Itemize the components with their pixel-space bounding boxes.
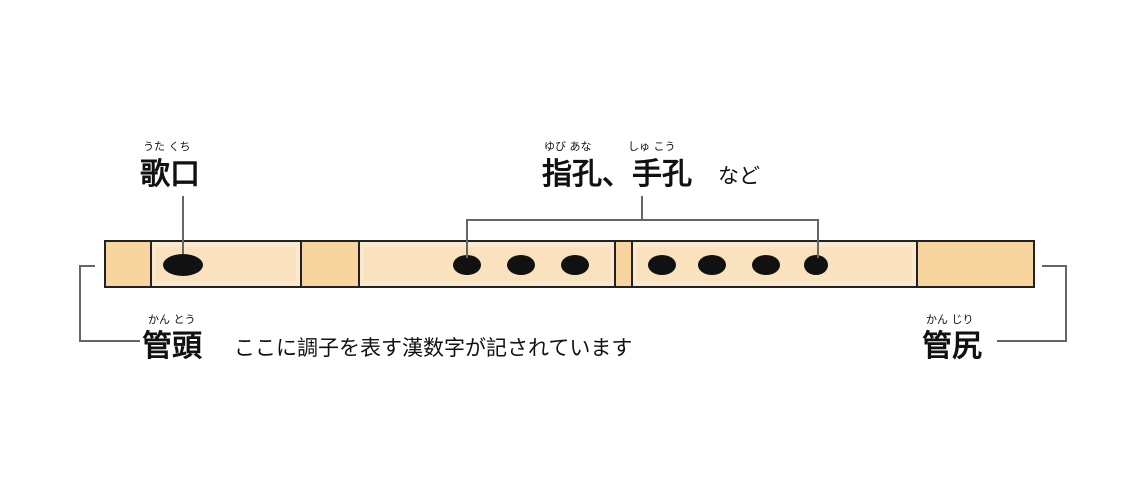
kanto-leader [79, 265, 140, 342]
kanto-label: 管頭 [142, 329, 203, 364]
finger-holes-ruby-2: しゅ こう [628, 140, 676, 153]
tube-mid-band [614, 240, 633, 288]
finger-holes-suffix: など [718, 164, 760, 188]
finger-hole [561, 255, 589, 275]
utakuchi-ruby: うた くち [143, 140, 191, 153]
kanto-ruby: かん とう [148, 313, 196, 326]
kanjiri-ruby: かん じり [926, 313, 974, 326]
finger-hole [648, 255, 676, 275]
tube-joint-band [300, 240, 360, 288]
finger-holes-ruby-1: ゆび あな [544, 140, 592, 153]
kanto-note: ここに調子を表す漢数字が記されています [234, 336, 632, 360]
finger-hole [804, 255, 828, 275]
finger-hole [453, 255, 481, 275]
finger-holes [453, 255, 828, 275]
finger-hole [752, 255, 780, 275]
kanjiri-leader [997, 265, 1067, 342]
tube-head-band [104, 240, 152, 288]
embouchure-hole [163, 254, 203, 276]
utakuchi-label: 歌口 [140, 157, 200, 192]
finger-hole [507, 255, 535, 275]
tube-tail-band [916, 240, 1035, 288]
finger-holes-label: 指孔、手孔 [542, 157, 692, 192]
finger-hole [698, 255, 726, 275]
kanjiri-label: 管尻 [922, 329, 982, 364]
leader-lines [79, 196, 1067, 342]
